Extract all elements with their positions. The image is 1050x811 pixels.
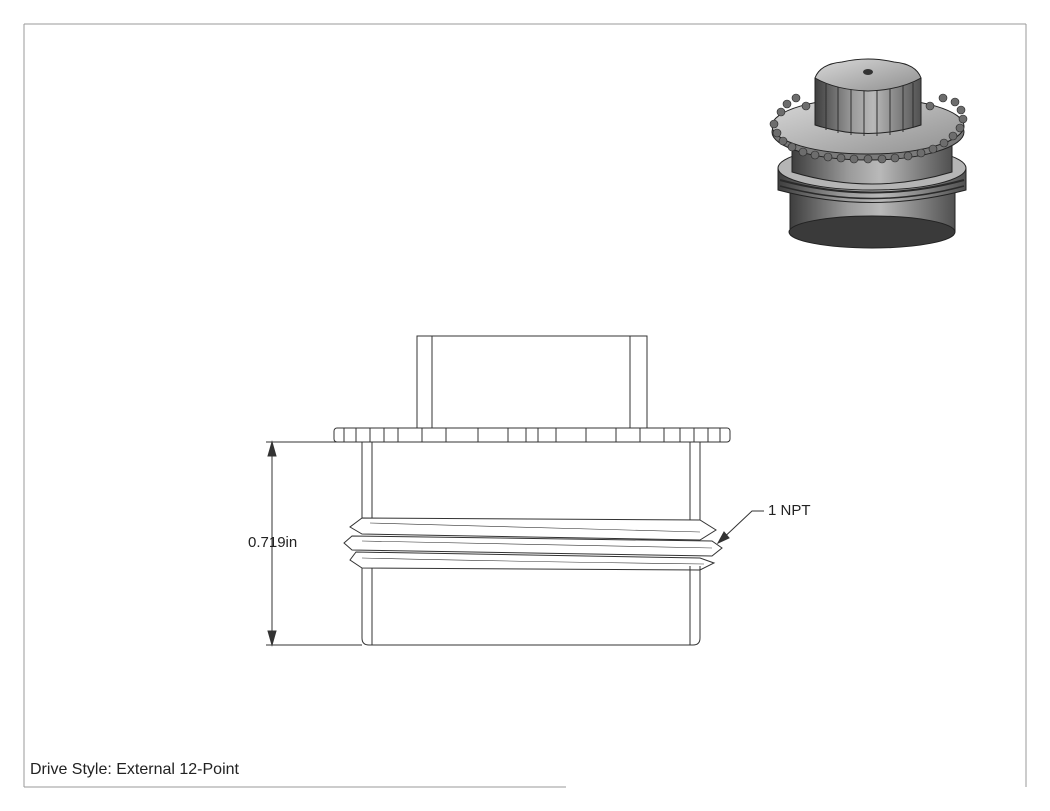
isometric-fitting-render-icon: [769, 58, 968, 249]
height-dimension-label: 0.719in: [248, 534, 298, 551]
height-dimension: [266, 440, 362, 647]
drive-style-note: Drive Style: External 12-Point: [30, 761, 239, 778]
side-view-drawing: [333, 335, 731, 646]
thread-callout-leader: [716, 510, 764, 545]
thread-callout-label: 1 NPT: [768, 502, 811, 519]
sheet-border: [23, 23, 1027, 788]
